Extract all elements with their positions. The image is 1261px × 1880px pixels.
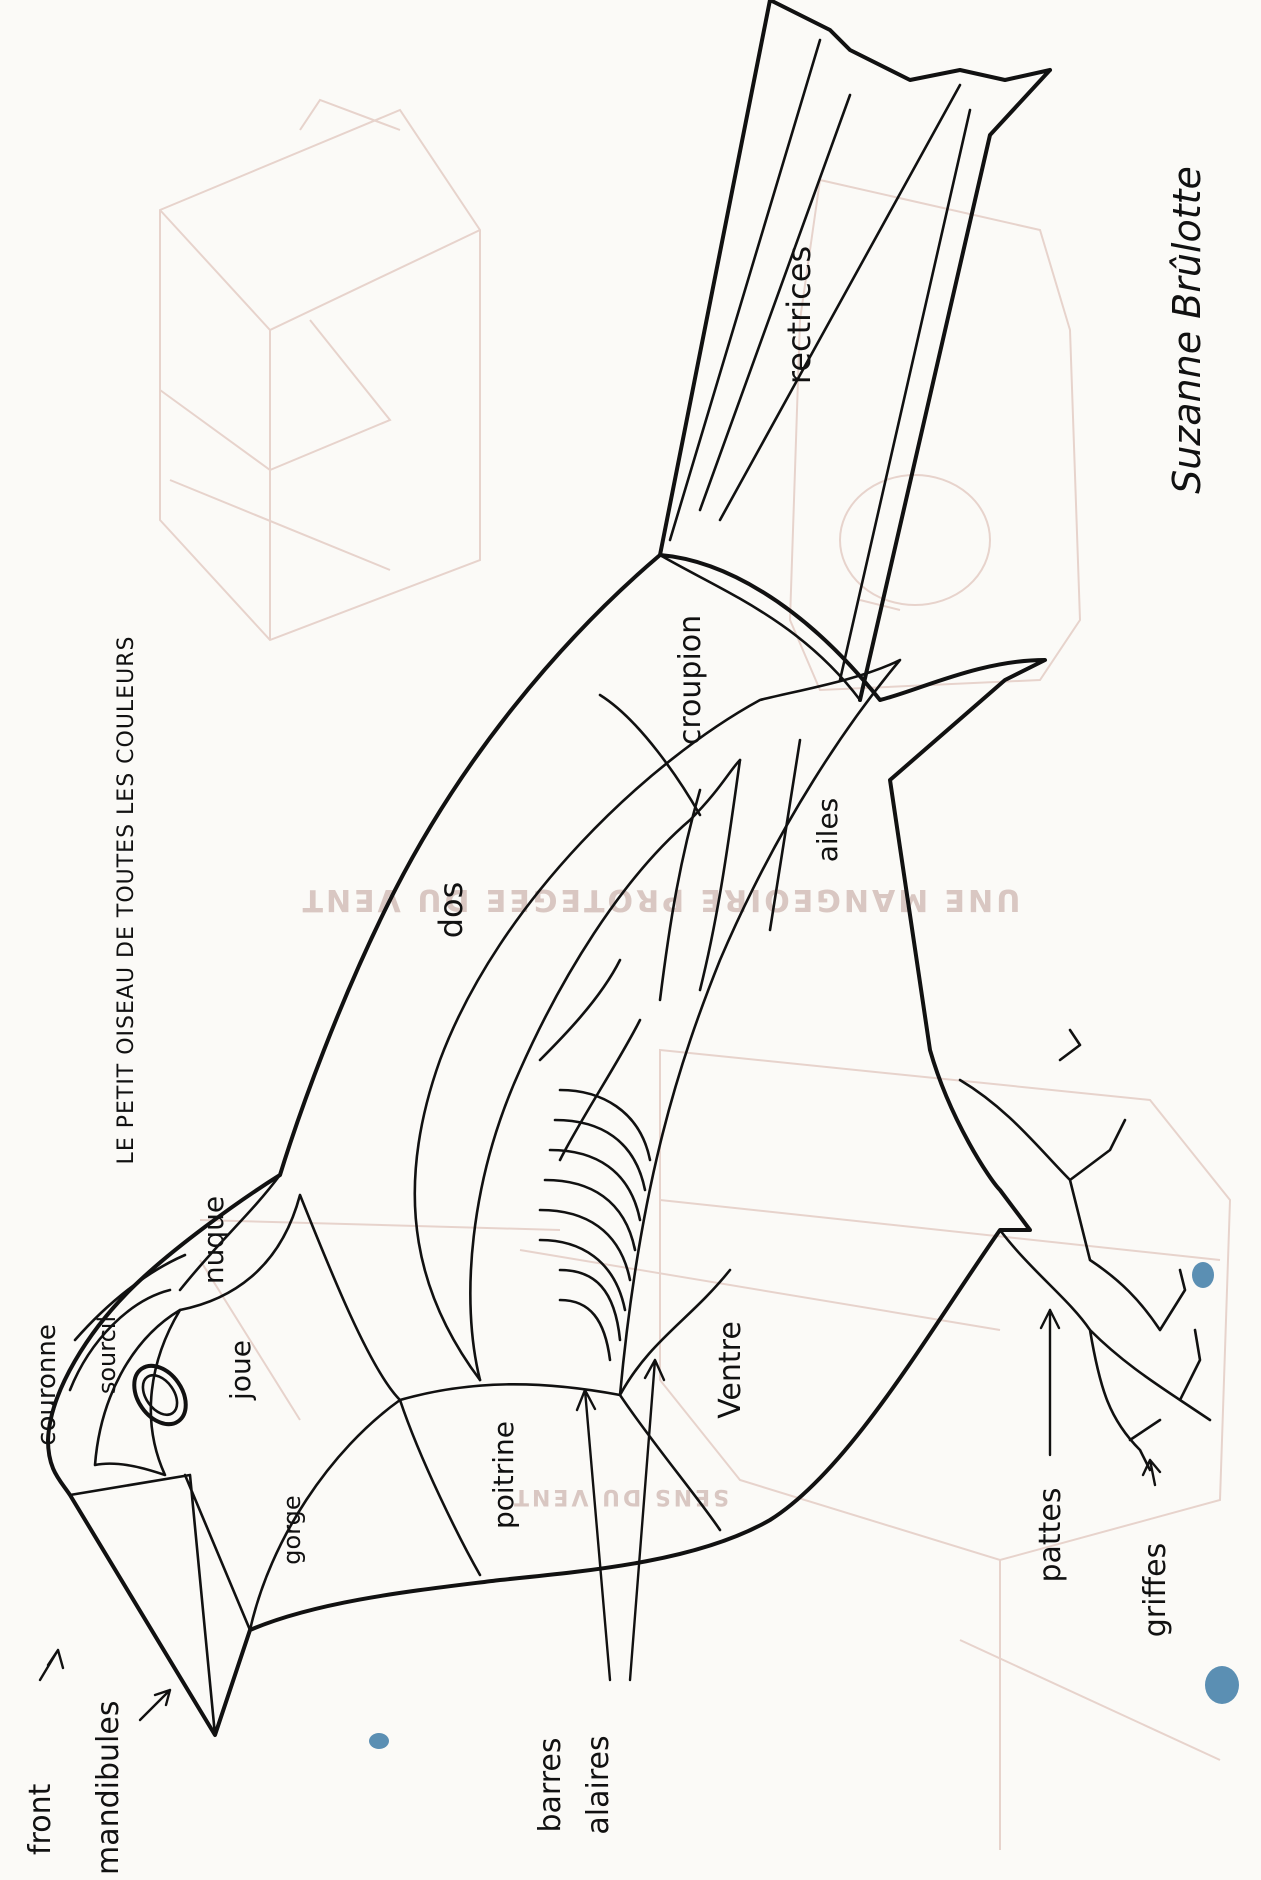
label-poitrine: poitrine — [487, 1421, 520, 1529]
front-arrow — [40, 1650, 63, 1680]
wing-bar-lines — [540, 1090, 650, 1360]
throat-breast-line — [400, 1400, 480, 1575]
label-dos: dos — [432, 882, 470, 939]
label-mandibules: mandibules — [91, 1701, 126, 1875]
label-ailes: ailes — [811, 798, 844, 863]
label-gorge: gorge — [278, 1495, 306, 1564]
labels: LE PETIT OISEAU DE TOUTES LES COULEURS f… — [23, 166, 1209, 1875]
label-joue: joue — [224, 1340, 257, 1401]
title: LE PETIT OISEAU DE TOUTES LES COULEURS — [114, 636, 139, 1165]
crown-line — [75, 1255, 185, 1340]
label-nuque: nuque — [197, 1196, 230, 1284]
background-caption-top: UNE MANGEOIRE PROTEGEE DU VENT — [300, 882, 1021, 917]
eye-inner — [136, 1369, 184, 1421]
bird-drawing — [48, 0, 1210, 1735]
mandibules-arrow — [140, 1690, 170, 1720]
jar-feeder-drawing — [790, 180, 1080, 690]
wing-inner-outline — [470, 760, 740, 1380]
ink-blot — [369, 1733, 389, 1749]
label-pattes: pattes — [1033, 1487, 1068, 1582]
label-croupion: croupion — [673, 615, 708, 745]
wing-feather-lines — [540, 740, 800, 1160]
platform-feeder-drawing — [200, 1050, 1230, 1850]
label-griffes: griffes — [1138, 1543, 1173, 1637]
legs — [960, 1030, 1210, 1470]
ink-blot — [1192, 1262, 1214, 1288]
label-sourcil: sourcil — [93, 1316, 121, 1394]
wing-outline — [415, 660, 900, 1395]
signature: Suzanne Brûlotte — [1165, 166, 1209, 494]
pattes-arrow — [1041, 1310, 1059, 1455]
ink-blot — [1205, 1666, 1239, 1704]
label-couronne: couronne — [32, 1324, 62, 1446]
label-ventre: Ventre — [713, 1321, 748, 1419]
eye — [124, 1356, 197, 1434]
label-barres-alaires-2: alaires — [581, 1735, 616, 1834]
bill-lines — [70, 1475, 250, 1735]
background-print: UNE MANGEOIRE PROTEGEE DU VENT SENS DU V… — [160, 100, 1230, 1850]
label-rectrices: rectrices — [780, 246, 818, 384]
label-front: front — [23, 1783, 58, 1855]
label-barres-alaires-1: barres — [533, 1738, 568, 1833]
barres-alaires-arrows — [577, 1360, 664, 1680]
milk-carton-feeder-drawing — [160, 100, 480, 640]
tail-outline — [660, 0, 1050, 700]
